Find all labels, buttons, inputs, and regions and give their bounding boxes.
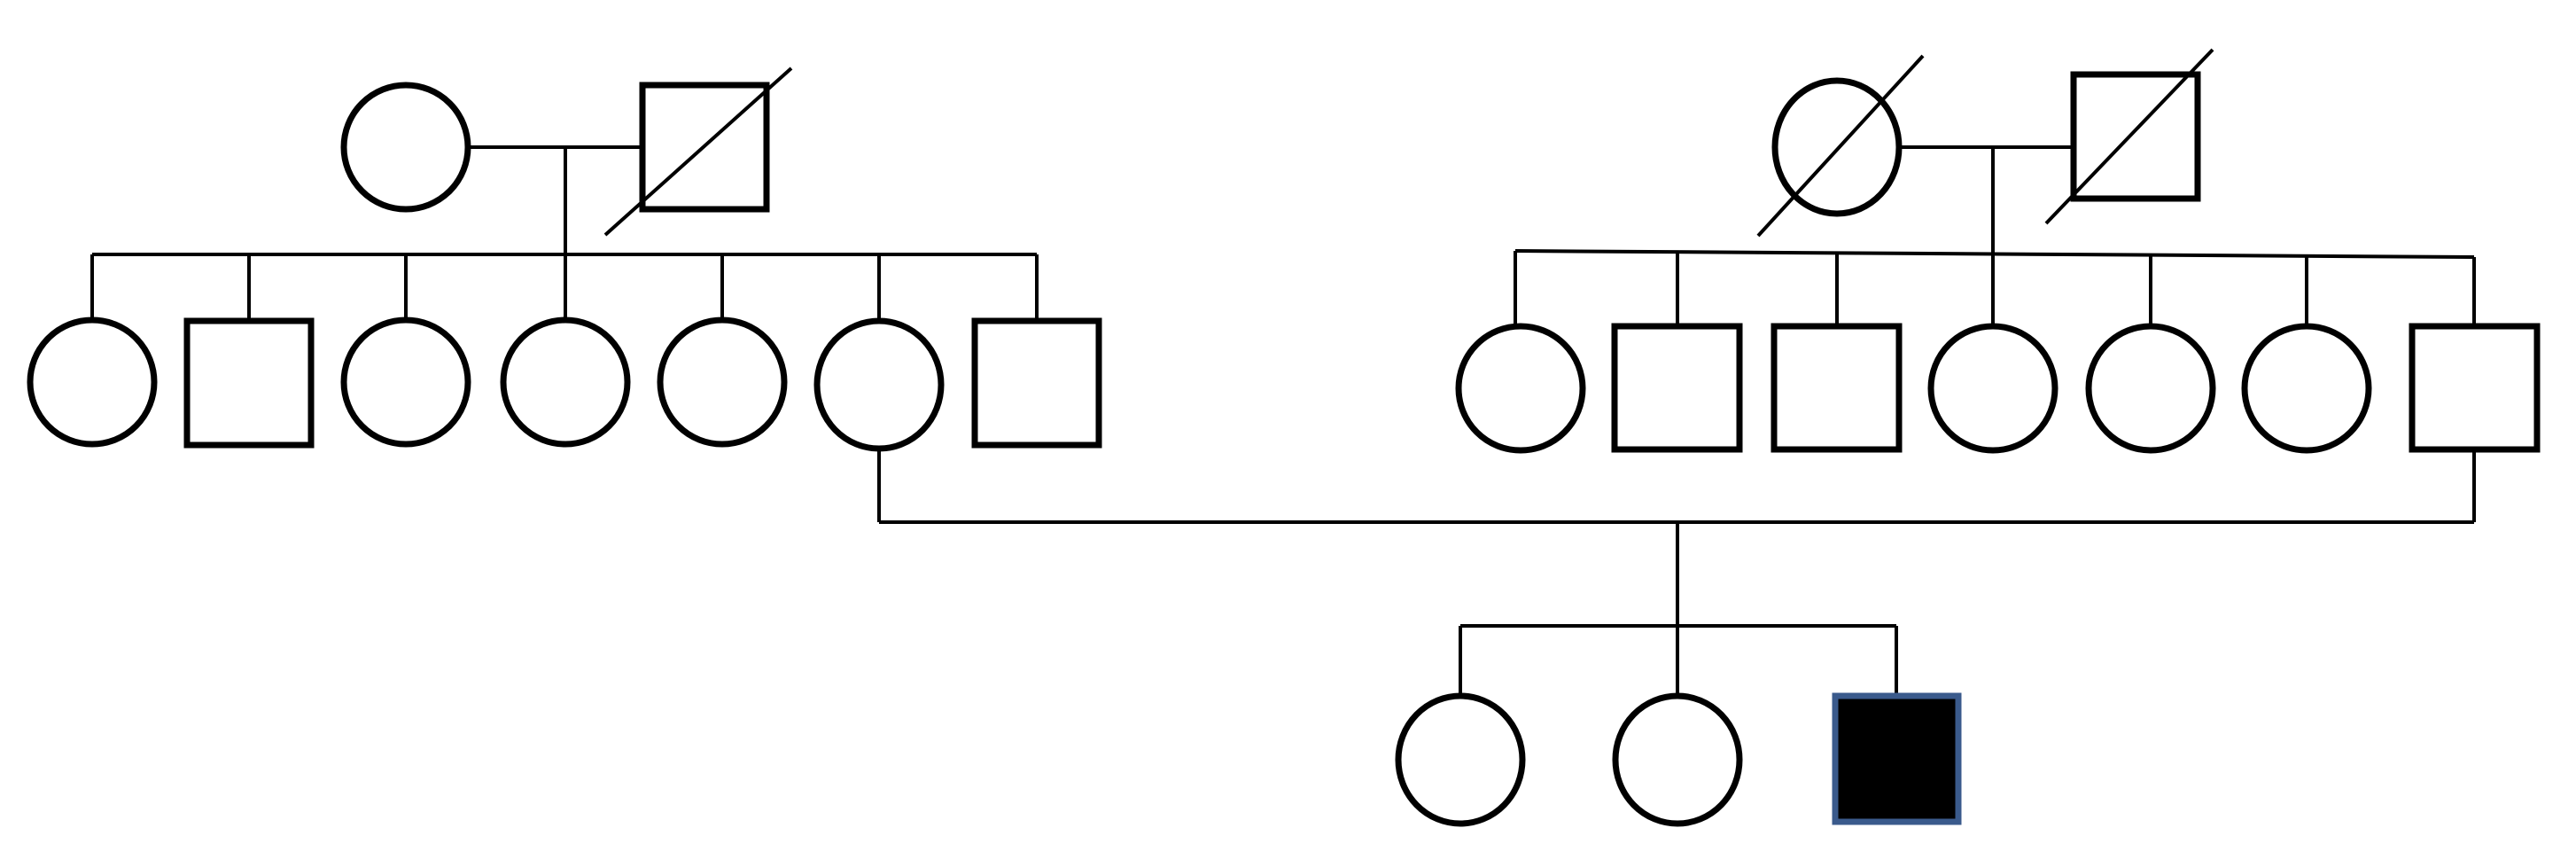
female-symbol [27,316,158,448]
female-symbol [1927,323,2058,454]
female-symbol-mother [813,317,945,452]
male-symbol-father [2409,323,2541,453]
male-symbol [971,317,1102,449]
female-symbol [1455,323,1586,454]
female-symbol [500,316,631,448]
female-symbol [340,316,471,448]
male-symbol [1611,323,1743,453]
deceased-slash [2044,48,2214,225]
generation-1 [340,48,2214,238]
male-symbol [1771,323,1903,453]
female-symbol [657,316,788,448]
generation-3 [1395,692,1962,827]
sibship-line-paternal [1514,249,2475,259]
male-symbol-deceased [2070,71,2201,202]
generation-2-maternal [27,316,1102,452]
female-symbol [2241,323,2372,454]
male-symbol-affected [1832,692,1962,825]
female-symbol [2085,323,2216,454]
female-symbol [1395,692,1526,827]
deceased-slash [1756,54,1925,238]
relationship-lines [90,145,2476,694]
male-symbol [183,317,315,449]
female-symbol [340,82,471,213]
deceased-slash [603,66,793,237]
generation-2-paternal [1455,323,2541,454]
female-symbol [1612,692,1743,827]
